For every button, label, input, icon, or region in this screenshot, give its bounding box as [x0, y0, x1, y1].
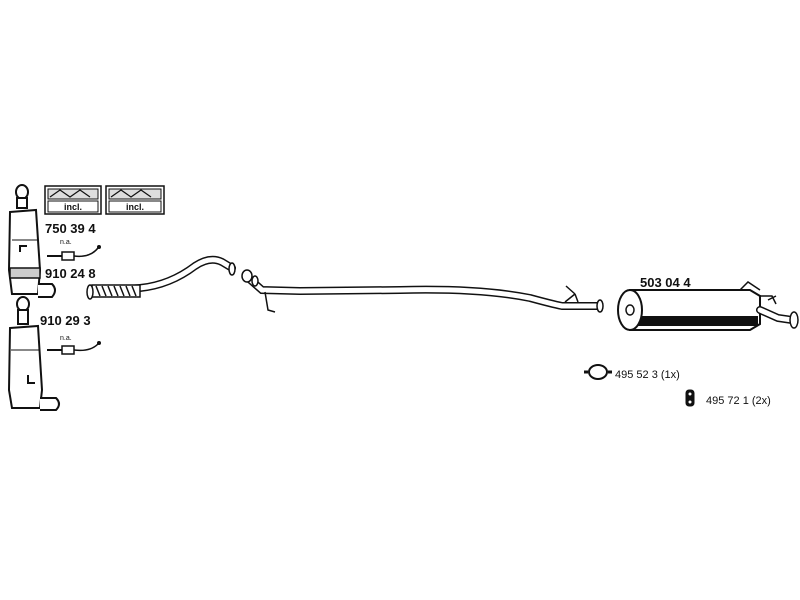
accessory-hanger-label: 495 72 1 (2x): [706, 395, 771, 407]
part-number-dpf-assembly: 750 39 4: [45, 221, 96, 236]
incl-label-2: incl.: [126, 202, 144, 212]
part-number-catalyst-unit: 910 29 3: [40, 313, 91, 328]
part-number-dpf-unit: 910 24 8: [45, 266, 96, 281]
dpf-canister-upper: [7, 184, 56, 298]
gasket-kit-icon: incl.: [44, 185, 102, 215]
front-pipe: [86, 255, 236, 300]
na-label-1: n.a.: [60, 239, 72, 246]
lambda-sensor-icon: [47, 341, 101, 355]
rubber-hanger-icon: [685, 389, 695, 407]
accessory-clamp-label: 495 52 3 (1x): [615, 369, 680, 381]
lambda-sensor-icon: [47, 245, 101, 261]
part-number-rear-silencer: 503 04 4: [640, 275, 691, 290]
catalyst-canister-lower: [7, 296, 60, 411]
middle-pipe: [241, 269, 604, 313]
na-label-2: n.a.: [60, 335, 72, 342]
gasket-kit-icon: incl.: [105, 185, 165, 215]
rear-silencer: [617, 281, 799, 331]
incl-label-1: incl.: [64, 202, 82, 212]
exhaust-clamp-icon: [584, 364, 612, 380]
